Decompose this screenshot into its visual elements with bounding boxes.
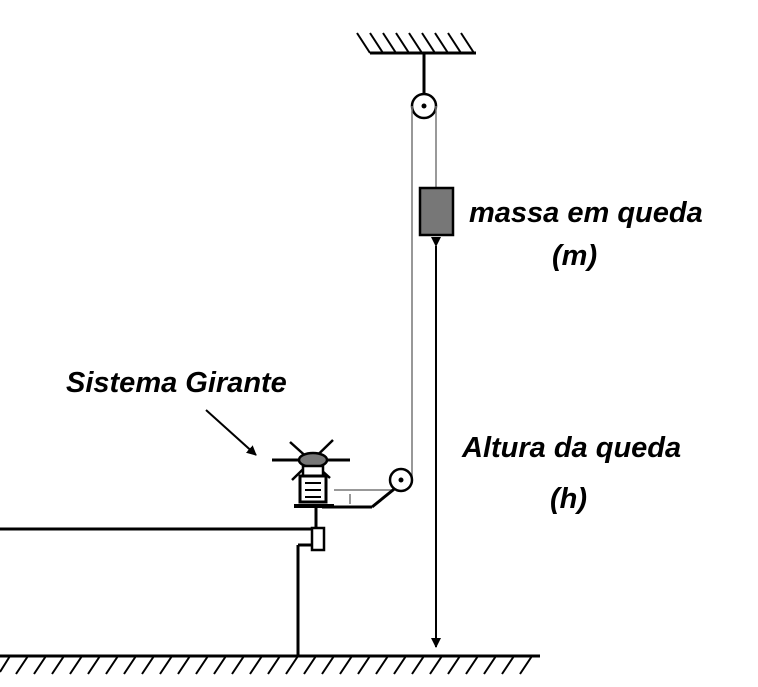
table-clamp <box>310 526 326 552</box>
rotating-system <box>272 439 350 508</box>
fall-height-label: Altura da queda <box>461 432 681 464</box>
floor <box>0 654 540 675</box>
table <box>0 506 326 656</box>
rotating-system-pointer-arrow <box>205 409 257 456</box>
pulley-arm <box>322 484 399 509</box>
floor-hatching <box>0 655 533 675</box>
fall-height-symbol: (h) <box>550 483 587 515</box>
string <box>334 106 437 491</box>
top-pulley <box>410 92 438 120</box>
rotating-system-label: Sistema Girante <box>66 367 287 399</box>
falling-mass-label: massa em queda <box>469 197 703 229</box>
falling-mass-symbol: (m) <box>552 240 597 272</box>
ceiling-support <box>356 32 476 95</box>
ceiling-hatching <box>356 32 475 54</box>
falling-mass-block <box>418 186 455 237</box>
lower-pulley <box>388 467 414 493</box>
